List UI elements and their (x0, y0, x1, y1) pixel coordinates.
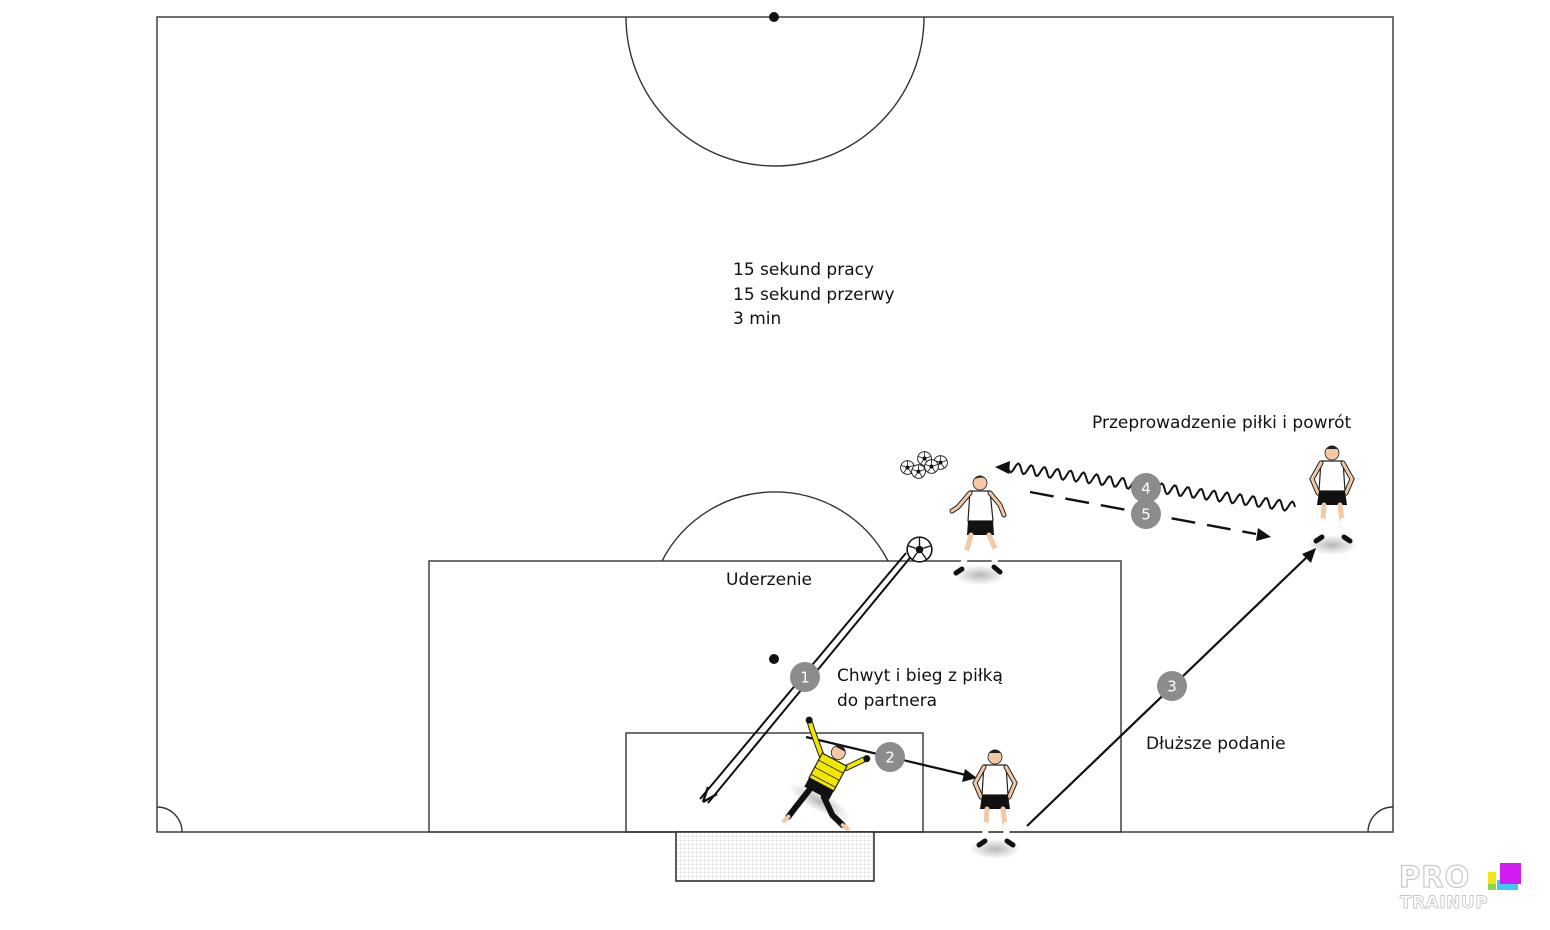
pro-trainup-logo: PRO TRAINUP (1398, 859, 1521, 913)
corner-arc-left (156, 806, 183, 833)
player-white-kit-icon (969, 750, 1021, 860)
center-spot (769, 12, 779, 22)
step-number: 1 (800, 669, 810, 687)
penalty-spot (769, 654, 779, 664)
ball-pile (900, 451, 948, 479)
catch-run-label: Chwyt i bieg z piłką do partnera (837, 664, 1003, 713)
step-badge-5: 5 (1131, 499, 1161, 529)
step-number: 2 (885, 749, 895, 767)
soccer-ball-icon (911, 464, 926, 479)
step-badge-1: 1 (790, 662, 820, 692)
step-number: 3 (1167, 678, 1177, 696)
long-pass-label: Dłuższe podanie (1146, 734, 1286, 754)
shot-label: Uderzenie (726, 570, 813, 590)
info-line-work: 15 sekund pracy (733, 260, 875, 280)
drill-timing-info: 15 sekund pracy 15 sekund przerwy 3 min (733, 258, 895, 332)
penalty-arc (661, 491, 889, 562)
step-number: 4 (1141, 480, 1151, 498)
soccer-ball-icon (906, 536, 933, 563)
penalty-area (428, 560, 1122, 833)
catch-run-line1: Chwyt i bieg z piłką (837, 666, 1003, 686)
logo-text-trainup: TRAINUP (1400, 893, 1488, 913)
info-line-rest: 15 sekund przerwy (733, 284, 895, 305)
goalkeeper-yellow-kit-icon (781, 716, 871, 831)
center-circle-arc (625, 16, 925, 167)
info-line-duration: 3 min (733, 309, 782, 329)
step-badge-4: 4 (1131, 473, 1161, 503)
soccer-ball-icon (924, 459, 939, 474)
step-badge-2: 2 (875, 742, 905, 772)
logo-square-cyan (1497, 880, 1518, 890)
dribble-label: Przeprowadzenie piłki i powrót (1092, 413, 1352, 433)
step-number: 5 (1141, 506, 1151, 524)
logo-text-pro: PRO (1399, 860, 1470, 894)
player-white-kit-icon (952, 476, 1006, 586)
corner-arc-right (1367, 806, 1394, 833)
player-white-kit-icon (1306, 446, 1358, 556)
logo-square-green (1488, 884, 1496, 890)
goal-net (675, 831, 875, 882)
logo-square-yellow (1488, 872, 1496, 884)
catch-run-line2: do partnera (837, 690, 938, 711)
step-badge-3: 3 (1157, 671, 1187, 701)
logo-square-magenta (1500, 863, 1521, 884)
